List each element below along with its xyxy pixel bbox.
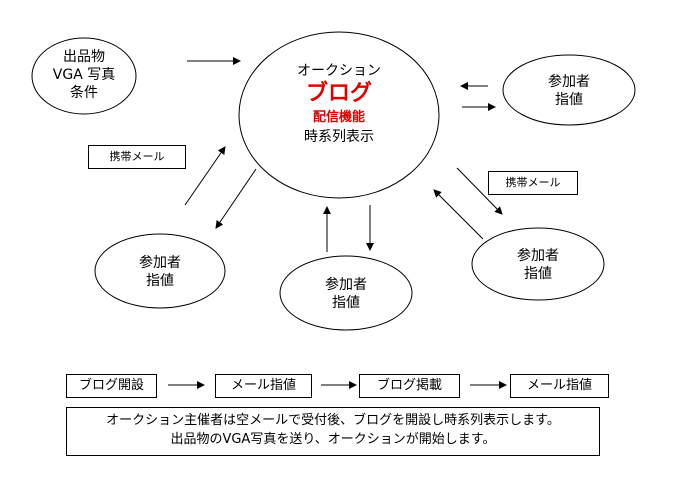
- ellipse-participant-right: [471, 227, 605, 301]
- ellipse-item-conditions: [31, 37, 137, 115]
- item-conditions-line2: VGA 写真: [52, 67, 116, 83]
- participant-label: 参加者: [139, 255, 181, 271]
- bid-label: 指値: [332, 295, 360, 311]
- participant-label: 参加者: [517, 248, 559, 264]
- arrow-right-participant-to-blog: [433, 189, 484, 240]
- flow-step-mail-bid-2: メール指値: [510, 374, 609, 398]
- auction-blog-text: オークション ブログ 配信機能 時系列表示: [269, 62, 409, 146]
- participant-left-text: 参加者 指値: [120, 254, 200, 290]
- auction-title: オークション: [297, 63, 381, 79]
- blog-title: ブログ: [305, 81, 372, 106]
- bid-label: 指値: [146, 273, 174, 289]
- flow-step-mail-bid: メール指値: [215, 374, 312, 398]
- ellipse-participant-middle: [279, 255, 413, 331]
- timeline-display-label: 時系列表示: [304, 129, 374, 145]
- ellipse-auction-blog: [238, 31, 440, 199]
- bid-label: 指値: [555, 92, 583, 108]
- description-line2: 出品物のVGA写真を送り、オークションが開始します。: [170, 432, 496, 447]
- participant-top-right-text: 参加者 指値: [529, 73, 609, 109]
- bid-label: 指値: [524, 266, 552, 282]
- item-conditions-text: 出品物 VGA 写真 条件: [44, 48, 124, 102]
- ellipse-participant-left: [94, 233, 226, 309]
- flow-step-blog-post: ブログ掲載: [359, 374, 460, 398]
- participant-label: 参加者: [325, 277, 367, 293]
- delivery-function-label: 配信機能: [312, 110, 365, 125]
- description-note: オークション主催者は空メールで受付後、ブログを開設し時系列表示します。 出品物の…: [66, 407, 600, 456]
- description-line1: オークション主催者は空メールで受付後、ブログを開設し時系列表示します。: [106, 413, 560, 428]
- mobile-mail-label-left: 携帯メール: [88, 145, 186, 169]
- mobile-mail-label-right: 携帯メール: [488, 171, 578, 195]
- arrow-blog-to-right-participant: [456, 167, 503, 215]
- ellipse-participant-top-right: [502, 54, 636, 126]
- participant-middle-text: 参加者 指値: [306, 276, 386, 312]
- participant-label: 参加者: [548, 74, 590, 90]
- item-conditions-line1: 出品物: [63, 49, 105, 65]
- flow-step-blog-open: ブログ開設: [66, 374, 157, 398]
- participant-right-text: 参加者 指値: [498, 247, 578, 283]
- arrow-left-participant-to-blog: [184, 146, 226, 206]
- arrow-blog-to-left-participant: [215, 168, 257, 229]
- item-conditions-line3: 条件: [70, 85, 98, 101]
